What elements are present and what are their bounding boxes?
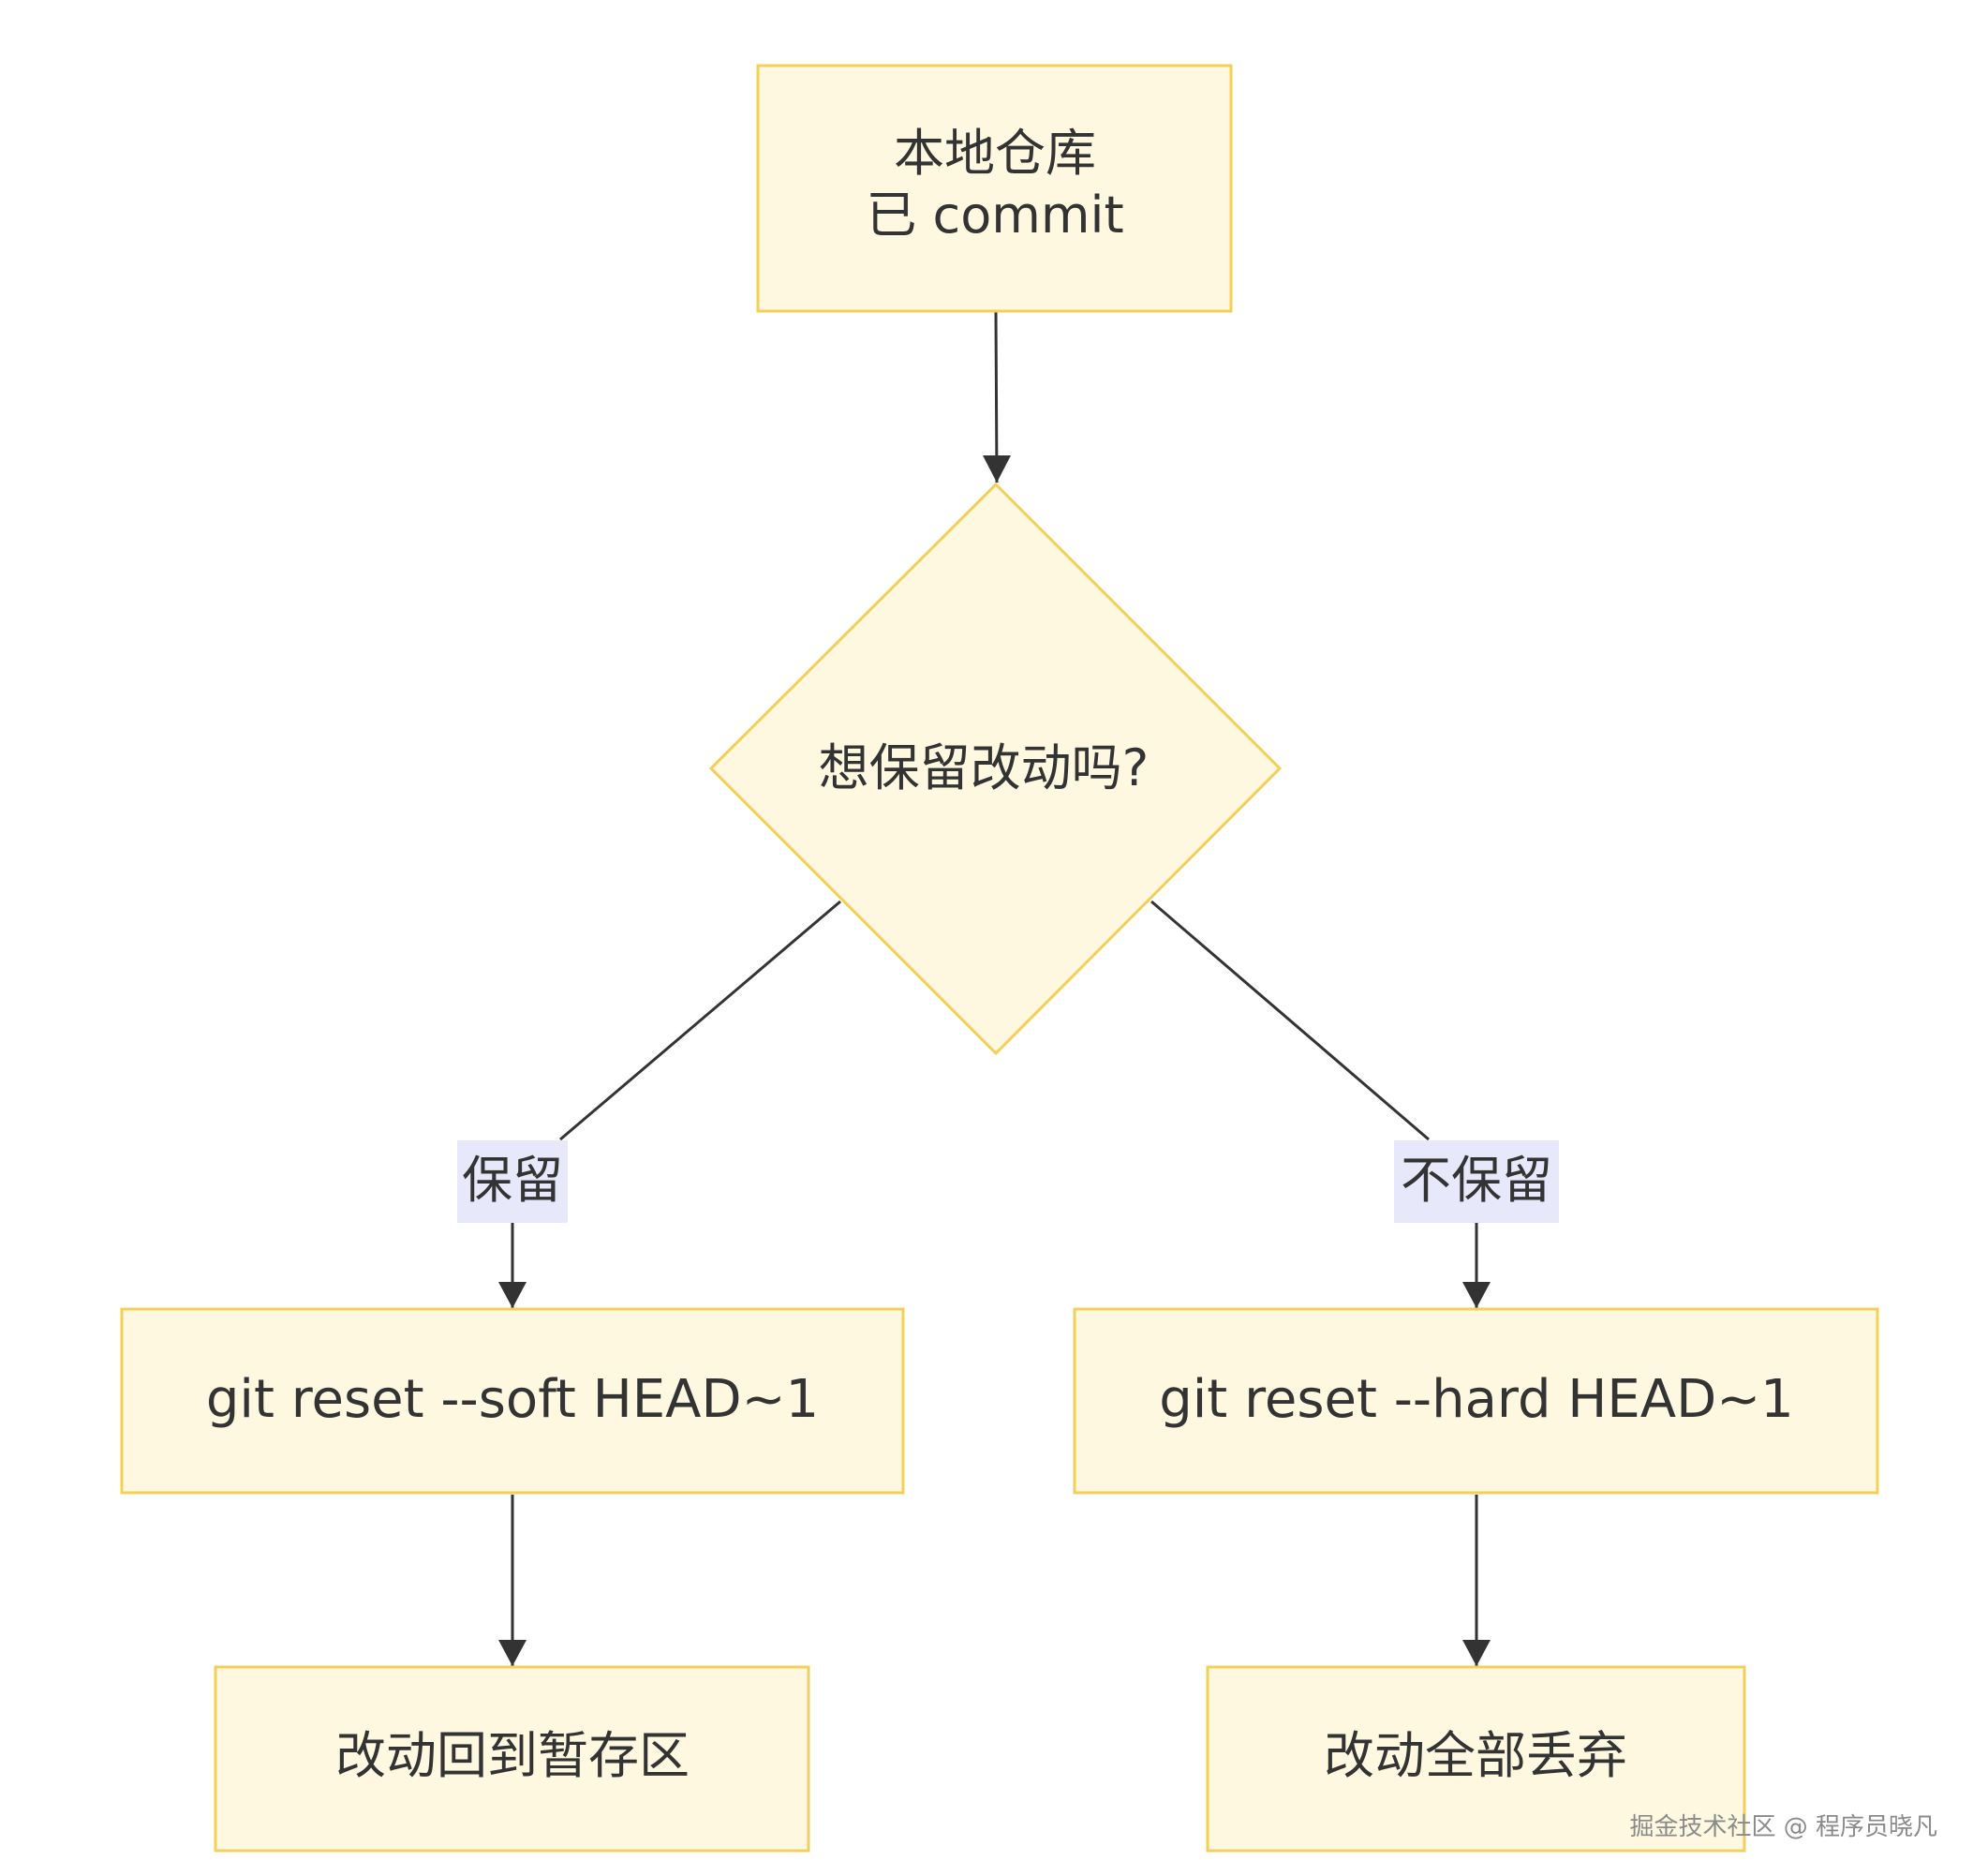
edge-label-discard-bg	[1394, 1140, 1559, 1223]
node-start-box	[756, 64, 1233, 313]
watermark: 掘金技术社区 @ 程序员晓凡	[1629, 1813, 1937, 1841]
edge-label-keep-text: 保留	[462, 1151, 563, 1210]
node-hard-reset-label: git reset --hard HEAD~1	[1159, 1369, 1794, 1430]
node-soft-result-box	[214, 1665, 810, 1853]
edge-label-discard-text: 不保留	[1401, 1151, 1552, 1210]
node-hard-result-box	[1206, 1665, 1746, 1853]
node-soft-reset: git reset --soft HEAD~1	[120, 1307, 905, 1495]
edge-label-keep: 保留	[457, 1140, 568, 1223]
arrowhead-hard-reset	[1462, 1282, 1491, 1308]
edges	[498, 311, 1491, 1666]
edge-start-to-decision	[994, 311, 999, 484]
node-decision-label: 想保留改动吗?	[819, 738, 1150, 797]
edge-decision-to-keep-label	[559, 900, 841, 1141]
edge-label-keep-bg	[457, 1140, 568, 1223]
node-soft-reset-label: git reset --soft HEAD~1	[206, 1369, 819, 1430]
node-hard-result: 改动全部丢弃	[1206, 1665, 1746, 1853]
edge-decision-to-discard-label	[1150, 900, 1430, 1141]
node-start-line1: 本地仓库	[894, 124, 1096, 183]
node-hard-reset-box	[1073, 1307, 1879, 1495]
edge-label-discard: 不保留	[1394, 1140, 1559, 1223]
node-decision-diamond	[708, 482, 1283, 1056]
arrowhead-soft-result	[498, 1640, 527, 1666]
node-start: 本地仓库 已 commit	[756, 64, 1233, 313]
arrowhead-soft-reset	[498, 1282, 527, 1308]
arrowhead-hard-result	[1462, 1640, 1491, 1666]
arrowhead-decision	[983, 455, 1011, 483]
node-soft-result-label: 改动回到暂存区	[335, 1726, 690, 1785]
node-hard-result-label: 改动全部丢弃	[1324, 1726, 1627, 1785]
node-soft-reset-box	[120, 1307, 905, 1495]
node-decision: 想保留改动吗?	[708, 482, 1283, 1056]
node-hard-reset: git reset --hard HEAD~1	[1073, 1307, 1879, 1495]
node-start-line2: 已 commit	[866, 186, 1123, 245]
node-soft-result: 改动回到暂存区	[214, 1665, 810, 1853]
